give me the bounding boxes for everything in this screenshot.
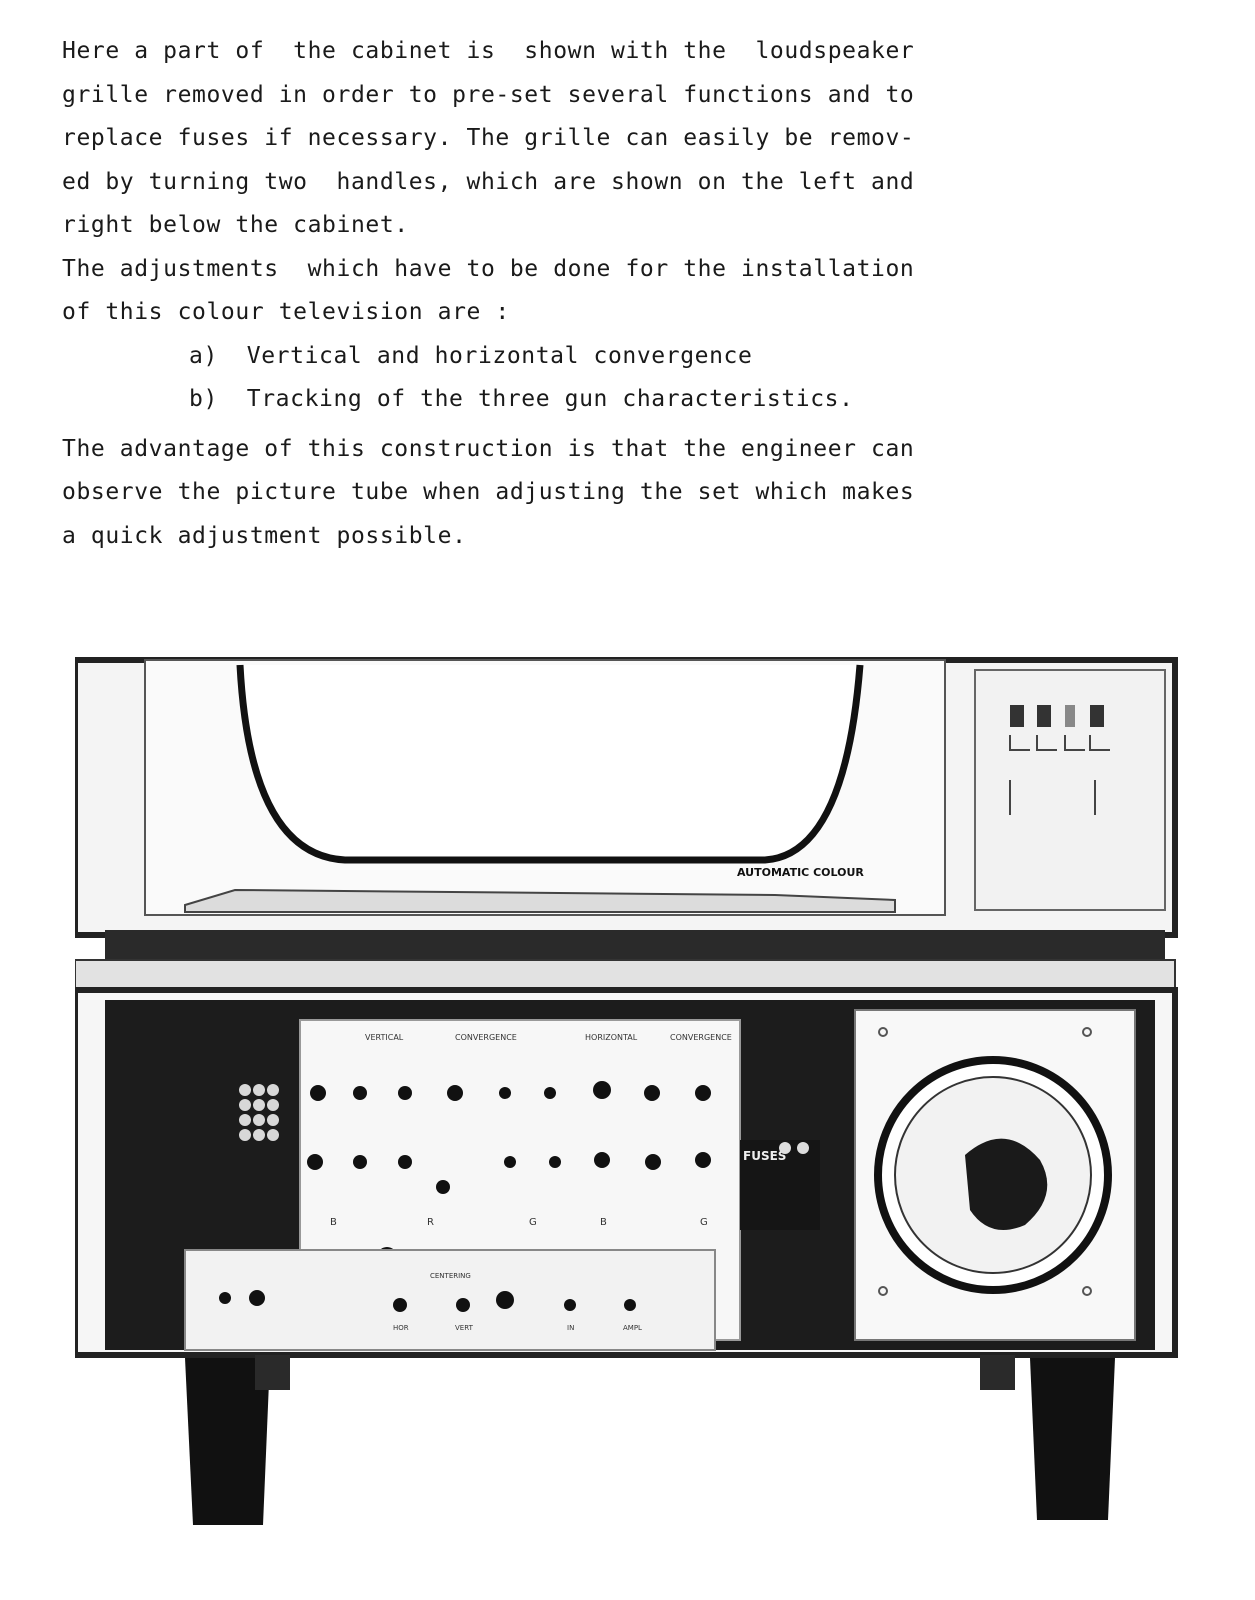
television-illustration: AUTOMATIC COLOUR VERTICAL CONVERGENCE — [75, 657, 1178, 1525]
text-line: right below the cabinet. — [62, 212, 409, 238]
bottom-label: IN — [567, 1324, 574, 1332]
gun-label: B — [600, 1217, 607, 1228]
panel-header: CONVERGENCE — [670, 1033, 732, 1042]
list-item: b) Tracking of the three gun characteris… — [189, 386, 854, 412]
cabinet-shadow — [105, 930, 1165, 960]
gun-label: G — [529, 1217, 537, 1228]
preset-buttons — [1009, 705, 1110, 815]
panel-header: VERTICAL — [365, 1033, 404, 1042]
list-item: a) Vertical and horizontal convergence — [189, 342, 753, 369]
fuse-label: FUSES — [743, 1149, 786, 1163]
convergence-knobs-row-1 — [310, 1081, 711, 1101]
text-line: The adjustments which have to be done fo… — [62, 255, 915, 282]
panel-header: HORIZONTAL — [585, 1033, 638, 1042]
left-handle — [255, 1355, 290, 1390]
gun-label: B — [330, 1217, 337, 1228]
text-line: observe the picture tube when adjusting … — [62, 479, 915, 505]
convergence-knobs-row-2 — [307, 1152, 711, 1194]
right-handle — [980, 1355, 1015, 1390]
centering-label: CENTERING — [430, 1272, 471, 1280]
gun-label: G — [700, 1217, 708, 1228]
text-line: replace fuses if necessary. The grille c… — [62, 125, 915, 151]
text-line: Here a part of the cabinet is shown with… — [62, 38, 915, 64]
picture-tube — [236, 664, 864, 864]
text-line: of this colour television are : — [62, 299, 510, 325]
gun-label: R — [427, 1217, 434, 1228]
speaker-screws — [878, 1027, 1092, 1296]
television-photo: AUTOMATIC COLOUR VERTICAL CONVERGENCE — [75, 650, 1185, 1550]
text-line: a quick adjustment possible. — [62, 522, 467, 549]
cabinet-ledge — [75, 959, 1176, 991]
bottom-label: VERT — [455, 1324, 474, 1332]
centering-panel — [184, 1249, 716, 1351]
text-line: ed by turning two handles, which are sho… — [62, 168, 915, 195]
screen-base — [184, 888, 896, 913]
brand-label: AUTOMATIC COLOUR — [737, 866, 864, 879]
fuse-caps — [779, 1142, 809, 1154]
fuse-board — [740, 1140, 820, 1230]
bottom-label: AMPL — [623, 1324, 642, 1332]
right-foot — [1030, 1358, 1115, 1520]
centering-knobs — [219, 1290, 636, 1312]
text-line: The advantage of this construction is th… — [62, 435, 915, 462]
ventilation-holes — [239, 1084, 279, 1141]
text-line: grille removed in order to pre-set sever… — [62, 81, 915, 108]
bottom-label: HOR — [393, 1324, 409, 1332]
body-text: Here a part of the cabinet is shown with… — [62, 30, 1202, 558]
panel-header: CONVERGENCE — [455, 1033, 517, 1042]
speaker-cone — [965, 1138, 1048, 1230]
left-foot — [185, 1358, 270, 1525]
